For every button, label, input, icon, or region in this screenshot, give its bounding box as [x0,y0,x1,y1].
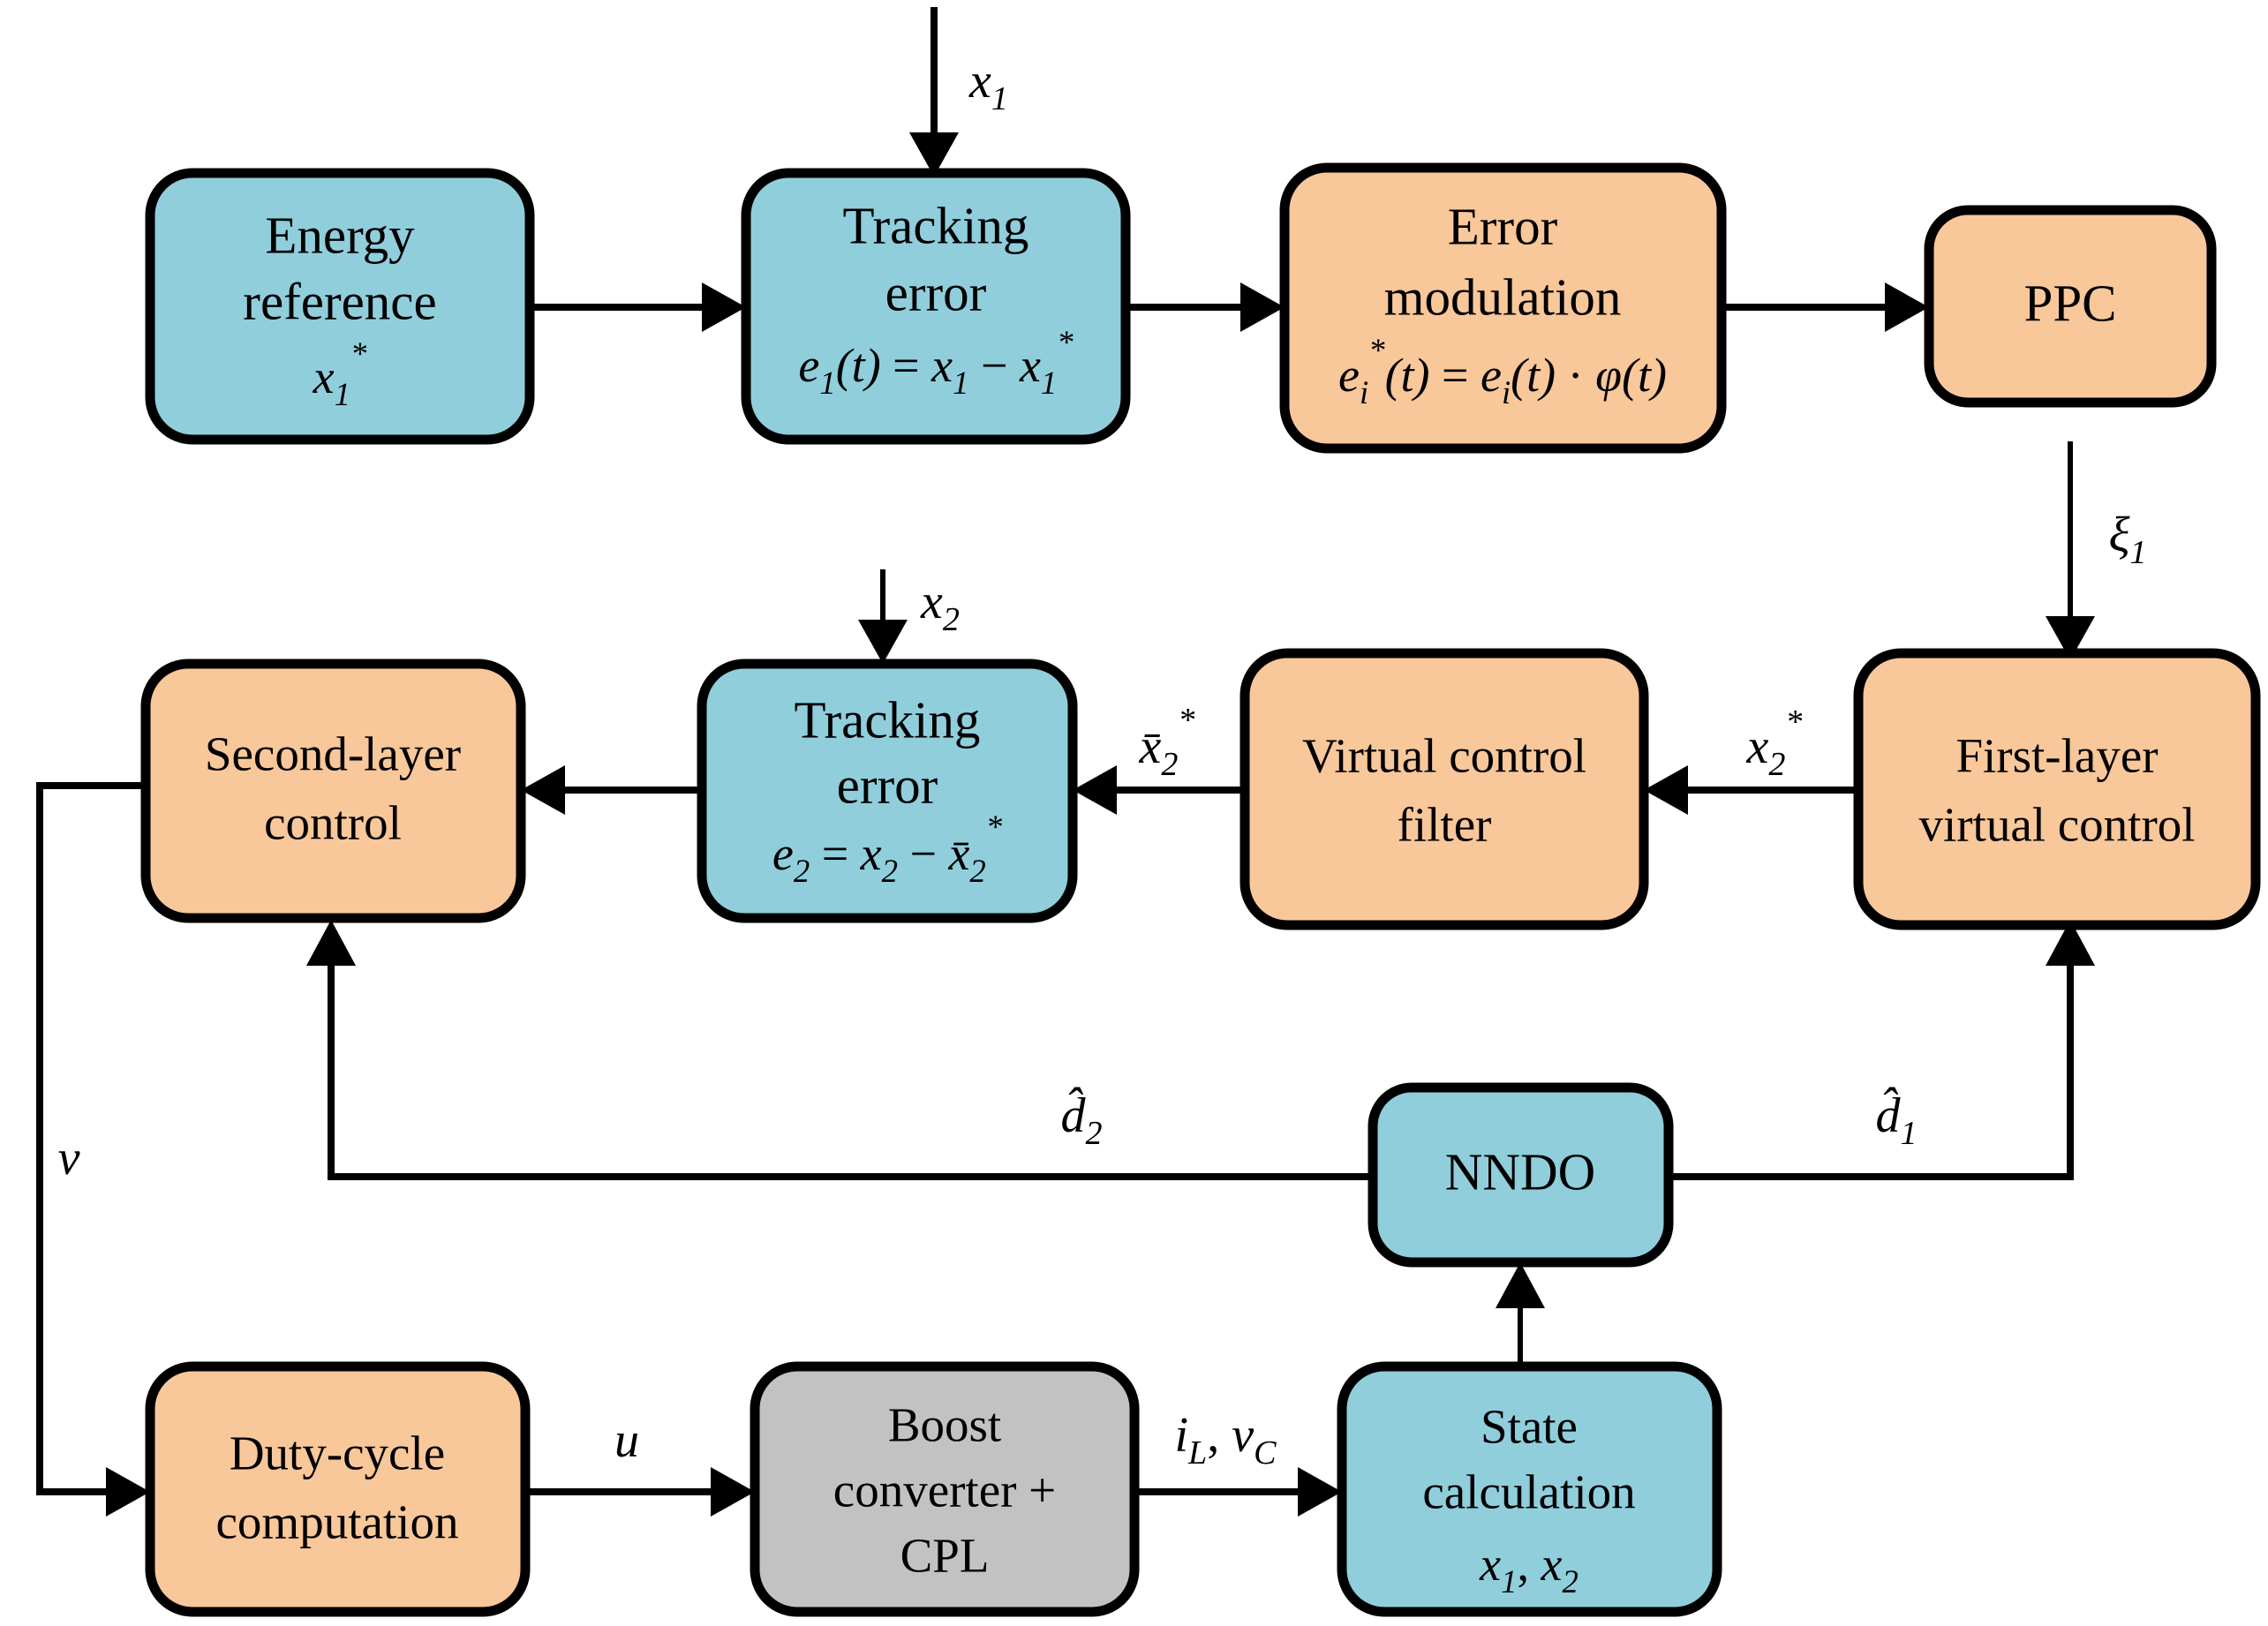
second-layer-control-label-line1: Second-layer [205,727,461,781]
state-calculation-formula: x1, x2 [1479,1538,1579,1600]
energy-reference-formula: x1* [313,335,367,412]
ppc-shape[interactable] [1924,205,2217,408]
state-calculation-label-line2: calculation [1422,1465,1635,1519]
ppc-block[interactable]: PPC [1924,205,2217,408]
first-layer-virtual-control-label-line1: First-layer [1955,729,2158,783]
signal-label-d2-hat: d̂2 [1060,1087,1102,1152]
signal-label-d1-hat: d̂1 [1875,1087,1917,1152]
arrowhead-energy-to-track1 [702,282,746,332]
tracking-error-1-label-line2: error [885,264,987,322]
energy-reference-block[interactable]: Energy reference x1* [145,168,535,445]
arrowhead-track2-to-secondlayer [521,765,565,815]
first-layer-virtual-control-shape[interactable] [1853,648,2261,930]
signal-label-u: u [614,1413,639,1468]
arrowhead-dutycycle-to-boost [711,1467,755,1517]
boost-converter-cpl-shape[interactable] [750,1361,1140,1617]
nndo-shape[interactable] [1368,1082,1674,1268]
virtual-control-filter-block[interactable]: Virtual control filter [1239,648,1649,930]
tracking-error-2-formula: e2 = x2 − x̄2* [772,809,1003,889]
nndo-label: NNDO [1445,1143,1595,1201]
connector-nndo-to-secondlayer [328,962,1373,1180]
boost-converter-cpl-label-line3: CPL [900,1529,990,1583]
virtual-control-filter-label-line1: Virtual control [1302,729,1586,783]
error-modulation-block[interactable]: Error modulation ei*(t) = ei(t) · φ(t) [1279,162,1727,454]
duty-cycle-computation-label-line2: computation [216,1495,459,1549]
error-modulation-shape[interactable] [1279,162,1727,454]
signal-label-layer: x1 x2 ξ1 x2* x̄2* d̂1 d̂2 v u iL, vC [58,54,2147,1472]
virtual-control-filter-label-line2: filter [1398,798,1492,852]
arrowhead-state-to-nndo [1496,1262,1545,1308]
tracking-error-2-block[interactable]: Tracking error e2 = x2 − x̄2* [697,659,1078,923]
arrowhead-x1-input [909,132,959,177]
duty-cycle-computation-shape[interactable] [145,1361,531,1617]
arrowhead-boost-to-state [1298,1467,1342,1517]
tracking-error-1-shape[interactable] [741,168,1131,445]
tracking-error-1-formula: e1(t) = x1 − x1* [798,324,1074,401]
signal-label-iL-vC: iL, vC [1174,1408,1277,1472]
arrowhead-secondlayer-to-dutycycle [106,1467,150,1517]
connector-layer [36,7,2095,1517]
signal-label-xi1: ξ1 [2108,508,2146,571]
state-calculation-label-line1: State [1481,1400,1578,1454]
connector-secondlayer-to-dutycycle [36,782,146,1495]
signal-label-v: v [58,1131,80,1186]
boost-converter-cpl-label-line1: Boost [888,1398,1001,1452]
error-modulation-label-line2: modulation [1384,268,1622,327]
tracking-error-2-label-line2: error [837,757,938,815]
energy-reference-label-line2: reference [243,273,436,331]
energy-reference-shape[interactable] [145,168,535,445]
tracking-error-2-shape[interactable] [697,659,1078,923]
boost-converter-cpl-block[interactable]: Boost converter + CPL [750,1361,1140,1617]
second-layer-control-label-line2: control [264,796,402,850]
nndo-block[interactable]: NNDO [1368,1082,1674,1268]
state-calculation-shape[interactable] [1337,1361,1722,1617]
tracking-error-1-block[interactable]: Tracking error e1(t) = x1 − x1* [741,168,1131,445]
virtual-control-filter-shape[interactable] [1239,648,1649,930]
duty-cycle-computation-label-line1: Duty-cycle [230,1427,445,1480]
second-layer-control-shape[interactable] [140,659,526,923]
arrowhead-ppc-to-firstlayer [2046,616,2095,660]
error-modulation-formula: ei*(t) = ei(t) · φ(t) [1338,332,1667,410]
arrowhead-firstlayer-to-filter [1644,765,1688,815]
state-calculation-block[interactable]: State calculation x1, x2 [1337,1361,1722,1617]
first-layer-virtual-control-block[interactable]: First-layer virtual control [1853,648,2261,930]
energy-reference-label-line1: Energy [265,207,415,265]
arrowhead-track1-to-errmod [1240,282,1285,332]
error-modulation-label-line1: Error [1448,198,1558,256]
tracking-error-1-label-line1: Tracking [843,197,1029,255]
arrowhead-nndo-to-firstlayer [2046,920,2095,966]
first-layer-virtual-control-label-line2: virtual control [1918,798,2195,852]
arrowhead-errmod-to-ppc [1885,282,1929,332]
signal-label-x2: x2 [920,575,960,638]
signal-label-x2-star: x2* [1746,704,1804,783]
signal-label-x2-bar-star: x̄2* [1139,702,1196,783]
ppc-label: PPC [2024,275,2117,333]
arrowhead-nndo-to-secondlayer [306,920,356,966]
tracking-error-2-label-line1: Tracking [795,691,981,749]
duty-cycle-computation-block[interactable]: Duty-cycle computation [145,1361,531,1617]
arrowhead-x2-input [858,620,908,664]
boost-converter-cpl-label-line2: converter + [833,1464,1056,1517]
arrowhead-filter-to-track2 [1073,765,1117,815]
second-layer-control-block[interactable]: Second-layer control [140,659,526,923]
signal-label-x1: x1 [968,54,1008,117]
connector-nndo-to-firstlayer [1669,962,2074,1180]
